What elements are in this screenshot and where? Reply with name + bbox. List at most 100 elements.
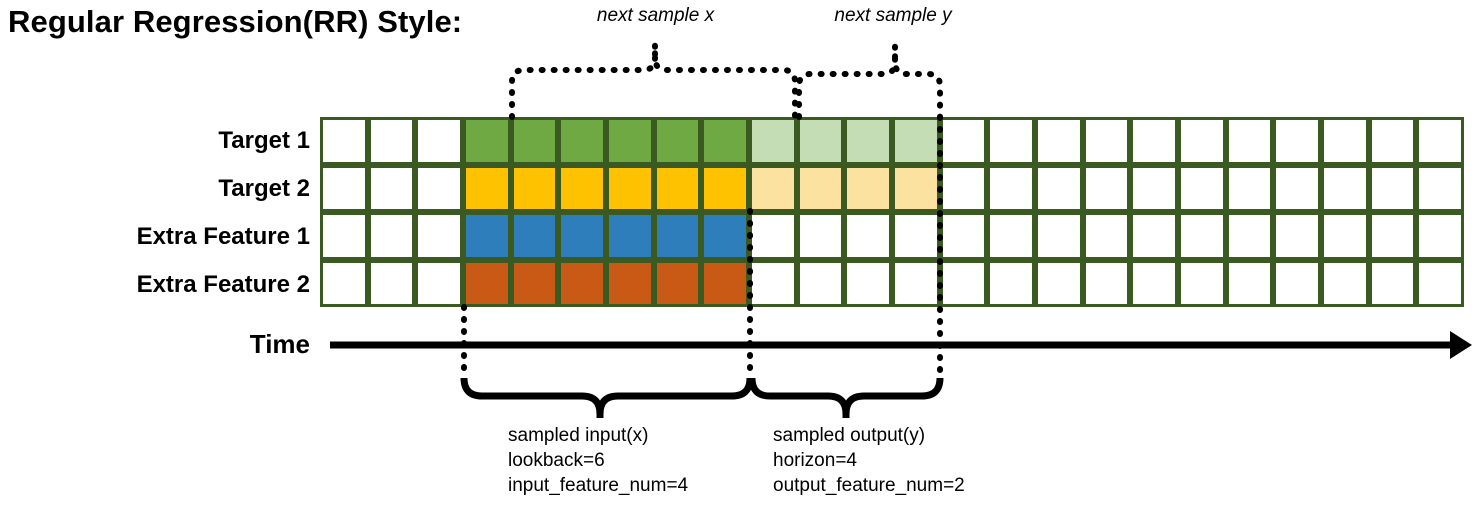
grid-cell [892, 259, 940, 307]
annotation-sampled-input-line2: lookback=6 [508, 450, 605, 471]
annotation-sampled-output: sampled output(y) horizon=4 output_featu… [773, 423, 965, 498]
grid-cell [1130, 212, 1178, 260]
annotation-sampled-output-line2: horizon=4 [773, 450, 857, 471]
grid-cell [844, 212, 892, 260]
grid-cell [987, 164, 1035, 212]
grid-cell [1082, 259, 1131, 307]
grid-cell [367, 259, 416, 307]
grid-cell [415, 212, 463, 260]
row-label-target-2: Target 2 [218, 175, 310, 202]
grid-cell [1225, 259, 1274, 307]
grid-cell [1368, 164, 1417, 212]
annotation-sampled-input-line3: input_feature_num=4 [508, 475, 689, 496]
grid-cell [749, 164, 797, 212]
grid-cell [558, 212, 606, 260]
grid-cell [701, 212, 749, 260]
grid-cell [415, 164, 463, 212]
timeseries-grid [320, 117, 1464, 307]
grid-cell [796, 212, 845, 260]
grid-cell [1178, 117, 1226, 165]
grid-cell [701, 259, 749, 307]
grid-cell [558, 259, 606, 307]
grid-cell [1225, 212, 1274, 260]
grid-cell [367, 117, 416, 165]
grid-cell [1273, 212, 1321, 260]
annotation-sampled-input-line1: sampled input(x) [508, 425, 649, 446]
grid-cell [1416, 259, 1464, 307]
grid-cell [844, 259, 892, 307]
grid-cell [653, 117, 702, 165]
grid-cell [1082, 117, 1131, 165]
grid-cell [320, 212, 368, 260]
grid-cell [1035, 259, 1083, 307]
grid-cell [463, 259, 511, 307]
grid-cell [1082, 212, 1131, 260]
grid-cell [558, 164, 606, 212]
grid-cell [796, 164, 845, 212]
row-label-extra-feature-2: Extra Feature 2 [136, 271, 310, 298]
grid-cell [844, 117, 892, 165]
grid-cell [320, 259, 368, 307]
grid-cell [939, 259, 988, 307]
grid-cell [1321, 117, 1369, 165]
label-next-sample-y: next sample y [834, 5, 952, 26]
grid-cell [1273, 164, 1321, 212]
grid-cell [749, 259, 797, 307]
grid-cell [463, 117, 511, 165]
grid-cell [320, 164, 368, 212]
grid-cell [320, 117, 368, 165]
annotation-sampled-output-line1: sampled output(y) [773, 425, 926, 446]
grid-cell [367, 164, 416, 212]
grid-cell [701, 164, 749, 212]
grid-cell [606, 164, 654, 212]
grid-cell [1368, 259, 1417, 307]
grid-cell [1130, 164, 1178, 212]
grid-cell [1368, 117, 1417, 165]
grid-cell [1178, 164, 1226, 212]
time-axis-arrow [330, 331, 1472, 359]
grid-cell [1416, 212, 1464, 260]
grid-cell [1130, 117, 1178, 165]
grid-cell [1321, 212, 1369, 260]
grid-cell [939, 117, 988, 165]
brace-sampled-output [748, 377, 944, 418]
grid-cell [510, 212, 559, 260]
grid-cell [606, 117, 654, 165]
grid-cell [1178, 212, 1226, 260]
grid-cell [1321, 164, 1369, 212]
grid-cell [892, 164, 940, 212]
grid-cell [1225, 164, 1274, 212]
grid-cell [1321, 259, 1369, 307]
grid-cell [796, 117, 845, 165]
grid-cell [749, 212, 797, 260]
grid-cell [510, 164, 559, 212]
grid-cell [367, 212, 416, 260]
grid-cell [1273, 117, 1321, 165]
grid-cell [558, 117, 606, 165]
grid-cell [987, 117, 1035, 165]
grid-cell [1082, 164, 1131, 212]
grid-cell [1035, 212, 1083, 260]
row-label-target-1: Target 1 [218, 127, 310, 154]
grid-cell [1368, 212, 1417, 260]
time-axis-label: Time [249, 329, 310, 359]
grid-cell [892, 117, 940, 165]
grid-cell [1035, 117, 1083, 165]
grid-cell [796, 259, 845, 307]
grid-cell [606, 259, 654, 307]
grid-cell [892, 212, 940, 260]
brace-next-sample-x [509, 44, 798, 120]
grid-cell [510, 117, 559, 165]
row-label-extra-feature-1: Extra Feature 1 [136, 223, 310, 250]
grid-cell [1178, 259, 1226, 307]
grid-cell [653, 259, 702, 307]
grid-cell [749, 117, 797, 165]
grid-cell [606, 212, 654, 260]
grid-cell [1035, 164, 1083, 212]
brace-next-sample-y [796, 46, 943, 120]
grid-cell [1130, 259, 1178, 307]
annotation-sampled-input: sampled input(x) lookback=6 input_featur… [508, 423, 688, 498]
grid-cell [939, 212, 988, 260]
page-title: Regular Regression(RR) Style: [8, 4, 463, 39]
